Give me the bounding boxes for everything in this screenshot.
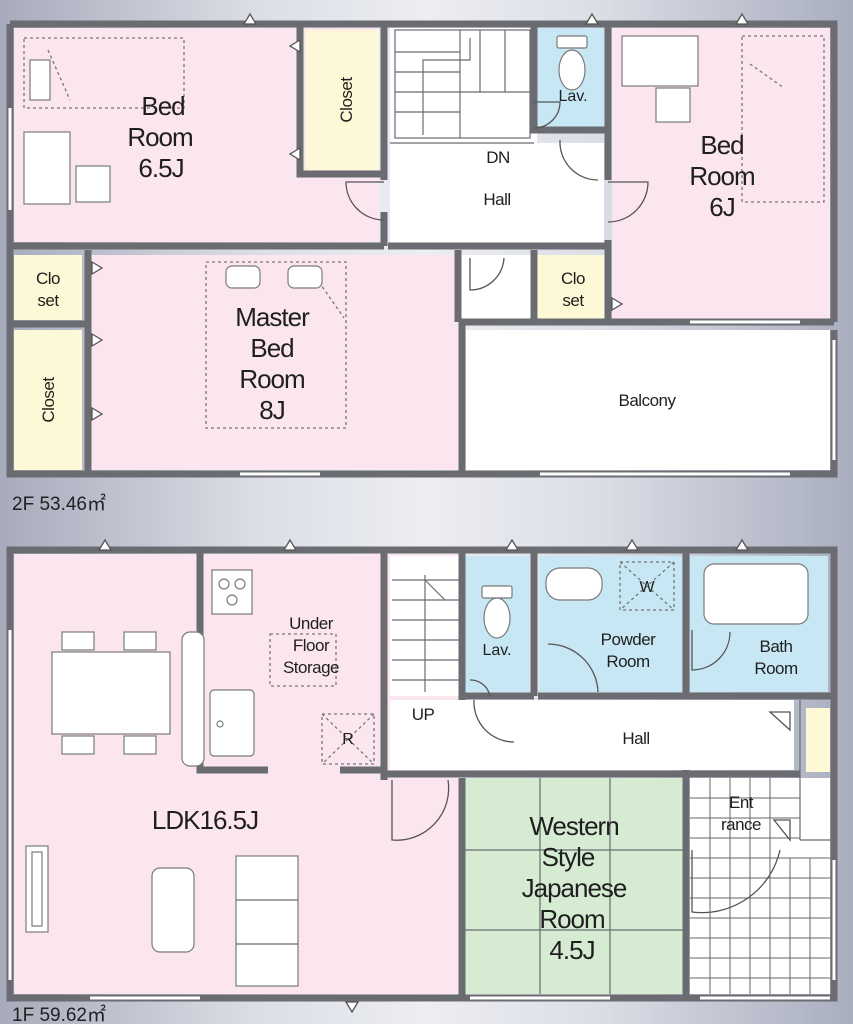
closet-left-tall-label: Closet	[39, 377, 58, 423]
master-bedroom-fill	[90, 255, 458, 470]
bedroom-6-5j-line2: Room	[127, 122, 192, 152]
toilet-2f-icon	[556, 35, 588, 91]
bedroom-6-5j-line1: Bed	[141, 91, 184, 121]
hall-2f-fill	[390, 143, 604, 243]
under-floor-storage-line2: Floor	[293, 636, 330, 655]
washer-icon	[619, 561, 675, 611]
master-bedroom-line1: Master	[235, 302, 310, 332]
bed-master-icon	[205, 261, 347, 429]
under-floor-storage-fill	[262, 556, 378, 768]
windows-2f	[8, 108, 836, 476]
first-floor: LDK16.5J Under Floor Storage R UP Lav. W…	[6, 538, 838, 1024]
toilet-1f-icon	[481, 585, 513, 639]
balcony-fill	[466, 330, 830, 470]
entrance-fill	[690, 778, 830, 994]
closet-top-fill	[306, 30, 379, 170]
closet-top-label: Closet	[337, 77, 356, 123]
bed-6-5j-icon	[23, 37, 185, 205]
washer-mark: W	[639, 579, 655, 596]
stove-icon	[211, 569, 253, 615]
closet-left-tall-fill	[14, 330, 82, 470]
bedroom-6-5j-line3: 6.5J	[138, 153, 183, 183]
entrance-tiles	[690, 778, 830, 994]
doors-2f	[345, 101, 649, 291]
kitchen-island-icon	[181, 631, 205, 767]
lav-1f-label: Lav.	[482, 642, 511, 659]
under-floor-storage-line1: Under	[289, 614, 334, 633]
shoe-closet-fill	[806, 708, 830, 772]
japanese-room-fill	[465, 778, 685, 994]
japanese-room-line3: Japanese	[522, 873, 627, 903]
closet-left-small-fill	[14, 255, 82, 320]
bath-room-line2: Room	[754, 659, 798, 678]
powder-room-line1: Powder	[601, 630, 656, 649]
ldk-label: LDK16.5J	[152, 805, 258, 835]
master-bedroom-line4: 8J	[259, 395, 284, 425]
closet-mid-fill	[538, 255, 608, 320]
bathtub-icon	[703, 563, 809, 625]
vent-markers-2f	[242, 12, 750, 25]
master-bedroom-line3: Room	[239, 364, 304, 394]
closet-left-small-line2: set	[37, 291, 59, 310]
staircase-2f-icon	[394, 29, 531, 139]
sofa-icon	[235, 855, 299, 987]
bedroom-6j-line3: 6J	[709, 192, 734, 222]
labels-1f: LDK16.5J Under Floor Storage R UP Lav. W…	[152, 579, 799, 965]
lav-2f-label: Lav.	[558, 88, 587, 105]
stair-up-label: UP	[412, 705, 435, 724]
labels-2f: Bed Room 6.5J Closet DN Hall Lav. Bed Ro…	[36, 77, 756, 425]
corridor-2f-fill	[458, 255, 538, 320]
floor1-area-label: 1F 59.62㎡	[12, 1003, 106, 1024]
closet-left-small-line1: Clo	[36, 269, 60, 288]
doors-1f	[391, 630, 791, 914]
hall-1f-label: Hall	[622, 729, 649, 748]
refrigerator-mark: R	[342, 731, 354, 748]
dining-set-icon	[51, 631, 171, 755]
japanese-room-line4: Room	[539, 904, 604, 934]
bed-6j-icon	[621, 35, 825, 203]
washbasin-icon	[545, 567, 603, 601]
closet-mid-line1: Clo	[561, 269, 585, 288]
vent-markers-1f	[97, 538, 750, 1014]
closet-mid-line2: set	[562, 291, 584, 310]
sink-icon	[209, 689, 255, 757]
tv-icon	[25, 845, 49, 933]
bedroom-6j-line1: Bed	[700, 130, 743, 160]
stair-1f-fill	[390, 556, 462, 696]
balcony-label: Balcony	[619, 391, 677, 410]
second-floor: Bed Room 6.5J Closet DN Hall Lav. Bed Ro…	[6, 12, 838, 515]
closet-doors-2f	[91, 38, 624, 422]
under-floor-storage-line3: Storage	[283, 658, 339, 677]
entrance-line1: Ent	[729, 793, 754, 812]
windows-1f	[8, 630, 836, 1000]
bedroom-6j-line2: Room	[689, 161, 754, 191]
stair-dn-label: DN	[486, 148, 510, 167]
japanese-room-line2: Style	[542, 842, 595, 872]
hall-1f-fill	[390, 700, 794, 770]
hall-2f-label: Hall	[483, 190, 510, 209]
japanese-room-line5: 4.5J	[549, 935, 594, 965]
under-floor-hatch	[269, 633, 337, 687]
powder-room-line2: Room	[606, 652, 650, 671]
master-bedroom-line2: Bed	[250, 333, 293, 363]
entrance-line2: rance	[721, 815, 761, 834]
sofa-table-icon	[151, 867, 195, 953]
floor2-area-label: 2F 53.46㎡	[12, 492, 106, 515]
bath-room-line1: Bath	[760, 637, 793, 656]
refrigerator-icon	[321, 713, 375, 765]
japanese-room-line1: Western	[529, 811, 618, 841]
tatami-mats	[465, 778, 685, 994]
staircase-1f-icon	[392, 575, 460, 692]
